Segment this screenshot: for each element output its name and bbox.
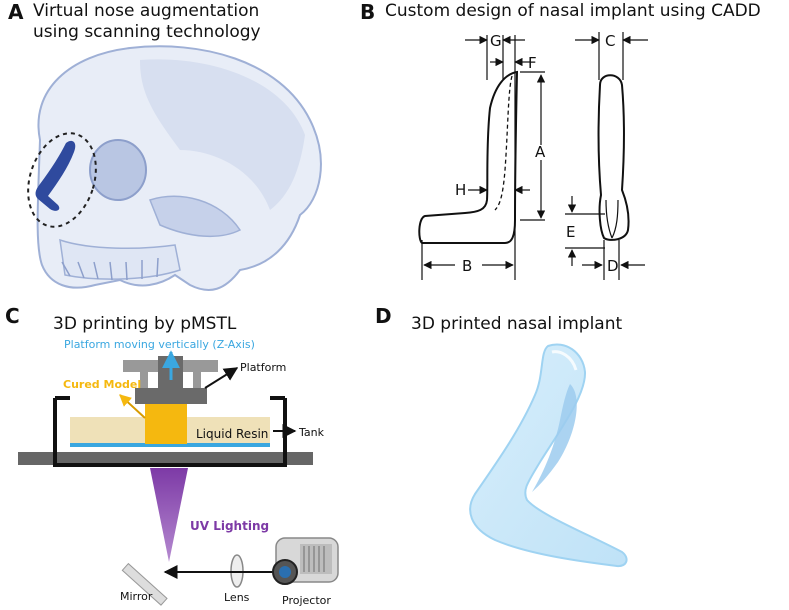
skull-shading — [140, 59, 305, 210]
z-axis-label: Platform moving vertically (Z-Axis) — [64, 338, 255, 351]
panel-c-title: 3D printing by pMSTL — [53, 314, 237, 334]
implant-inner-dashed — [494, 75, 513, 211]
printer-schematic — [18, 350, 339, 606]
projector-label: Projector — [282, 594, 331, 607]
tank-label: Tank — [298, 426, 325, 439]
panel-d-title: 3D printed nasal implant — [411, 314, 623, 334]
panel-b-letter: B — [360, 0, 376, 24]
lens-label: Lens — [224, 591, 250, 604]
upper-jaw — [59, 238, 181, 280]
panel-d-letter: D — [375, 304, 392, 328]
platform-post-left — [140, 372, 148, 388]
printer-labels: Platform moving vertically (Z-Axis) Cure… — [63, 338, 331, 607]
dim-g-label: G — [490, 32, 502, 50]
mirror — [121, 562, 168, 606]
cadd-dimension-labels: G F A H B C E D — [455, 32, 619, 275]
panel-a-title-line2: using scanning technology — [33, 22, 261, 42]
nose-highlight-ellipse — [27, 132, 97, 228]
mirror-label: Mirror — [120, 590, 153, 603]
platform-label: Platform — [240, 361, 286, 374]
skull-illustration — [27, 45, 322, 291]
dim-h-label: H — [455, 181, 466, 199]
dim-e-label: E — [566, 223, 575, 241]
eye-socket — [89, 139, 147, 201]
resin-bottom-blue — [70, 443, 270, 447]
cadd-dimension-lines — [421, 32, 648, 280]
dim-b-label: B — [462, 257, 472, 275]
panel-a-letter: A — [8, 0, 24, 24]
dim-f-label: F — [528, 54, 537, 72]
panel-c-letter: C — [5, 304, 20, 328]
uv-beam — [150, 468, 188, 562]
cured-model-pointer — [119, 394, 146, 419]
dim-c-label: C — [605, 32, 615, 50]
platform-post-right — [193, 372, 201, 388]
teeth — [61, 257, 159, 281]
liquid-resin-label: Liquid Resin — [196, 427, 268, 441]
uv-lighting-label: UV Lighting — [190, 519, 269, 533]
platform-plate — [135, 388, 207, 404]
implant-front-outline — [597, 74, 630, 241]
dim-a-label: A — [535, 143, 546, 161]
cured-model-block — [145, 404, 187, 444]
cheekbone — [149, 195, 242, 238]
panel-b-title: Custom design of nasal implant using CAD… — [385, 1, 761, 21]
base-plate — [18, 452, 313, 465]
implant-edge-highlight — [551, 350, 578, 371]
projector-icon — [272, 537, 339, 585]
cadd-side-view — [418, 70, 630, 244]
cured-model-label: Cured Model — [63, 378, 141, 391]
implant-side-outline — [418, 70, 519, 244]
panel-a-title-line1: Virtual nose augmentation — [33, 1, 260, 21]
implant-front-inner — [605, 199, 619, 239]
dim-d-label: D — [607, 257, 619, 275]
implant-shadow — [532, 384, 577, 492]
implant-body — [469, 343, 628, 568]
nasal-implant-dark — [35, 140, 76, 211]
printed-implant — [469, 343, 628, 568]
platform-pointer — [204, 367, 239, 389]
